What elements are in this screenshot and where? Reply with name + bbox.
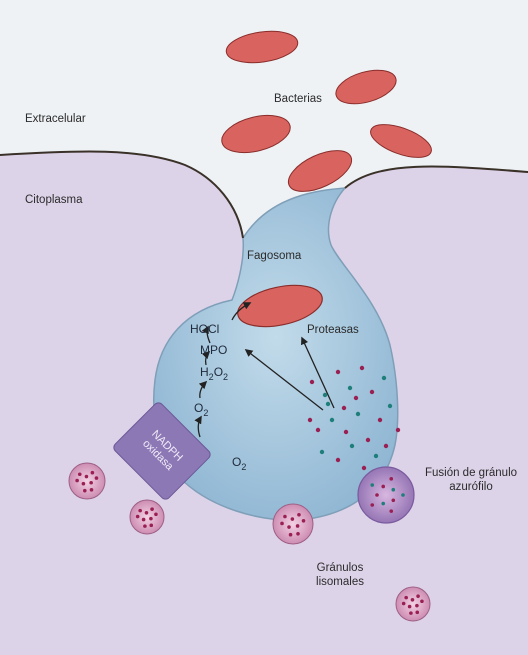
- granule-content-dot: [323, 393, 327, 397]
- granule-content-dot: [336, 370, 340, 374]
- fusing-granule-dot: [389, 509, 393, 513]
- h2o2-h: H: [200, 365, 209, 379]
- granule-content-dot: [316, 428, 320, 432]
- lysosomal-granule: [273, 504, 313, 544]
- fusion-line2: azurófilo: [416, 480, 526, 494]
- h2o2-o: O: [214, 365, 223, 379]
- o2-o: O: [232, 455, 241, 469]
- fusing-granule-dot: [370, 483, 374, 487]
- granule-content-dot: [350, 444, 354, 448]
- fusing-granule-dot: [381, 502, 385, 506]
- fusing-granule-dot: [375, 493, 379, 497]
- label-extracellular: Extracelular: [25, 112, 86, 126]
- o2-radical-o: O: [194, 401, 203, 415]
- granule-content-dot: [336, 458, 340, 462]
- granule-content-dot: [370, 390, 374, 394]
- label-o2-radical: O2: [194, 401, 208, 416]
- fusing-granule-dot: [391, 498, 395, 502]
- granule-content-dot: [348, 386, 352, 390]
- label-hocl: HOCl: [190, 322, 219, 336]
- label-lysosomal-granules: Gránulos lisomales: [300, 561, 380, 589]
- granule-content-dot: [384, 444, 388, 448]
- granules-line2: lisomales: [300, 575, 380, 589]
- granule-content-dot: [360, 366, 364, 370]
- granule-content-dot: [382, 376, 386, 380]
- fusion-line1: Fusión de gránulo: [416, 466, 526, 480]
- granule-content-dot: [366, 438, 370, 442]
- label-azurophil-fusion: Fusión de gránulo azurófilo: [416, 466, 526, 494]
- granule-content-dot: [356, 412, 360, 416]
- granule-content-dot: [344, 430, 348, 434]
- lysosomal-granule: [130, 500, 164, 534]
- granule-content-dot: [342, 406, 346, 410]
- granule-content-dot: [396, 428, 400, 432]
- lysosomal-granule: [396, 587, 430, 621]
- fusing-granule-dot: [401, 493, 405, 497]
- lysosomal-granule: [69, 463, 105, 499]
- granule-content-dot: [362, 466, 366, 470]
- fusing-azurophil-granule: [358, 467, 414, 523]
- granule-content-dot: [388, 404, 392, 408]
- fusing-granule-dot: [381, 485, 385, 489]
- granule-content-dot: [378, 418, 382, 422]
- fusing-granule-dot: [370, 503, 374, 507]
- label-proteases: Proteasas: [307, 323, 359, 337]
- o2-sub: 2: [241, 462, 246, 472]
- label-mpo: MPO: [200, 343, 227, 357]
- h2o2-sub1: 2: [209, 372, 214, 382]
- granule-content-dot: [330, 418, 334, 422]
- granule-content-dot: [374, 454, 378, 458]
- o2-radical-sub: 2: [203, 408, 208, 418]
- granule-content-dot: [326, 402, 330, 406]
- granule-content-dot: [354, 396, 358, 400]
- label-h2o2: H2O2: [200, 365, 228, 380]
- granules-line1: Gránulos: [300, 561, 380, 575]
- label-bacteria: Bacterias: [274, 92, 322, 106]
- fusing-granule-dot: [389, 477, 393, 481]
- label-phagosome: Fagosoma: [247, 249, 301, 263]
- fusing-granule-dot: [391, 488, 395, 492]
- label-o2: O2: [232, 455, 246, 470]
- nadph-oxidase-label: NADPH oxidasa: [139, 428, 185, 474]
- granule-content-dot: [308, 418, 312, 422]
- granule-content-dot: [320, 450, 324, 454]
- granule-content-dot: [310, 380, 314, 384]
- label-cytoplasm: Citoplasma: [25, 193, 83, 207]
- h2o2-sub2: 2: [223, 372, 228, 382]
